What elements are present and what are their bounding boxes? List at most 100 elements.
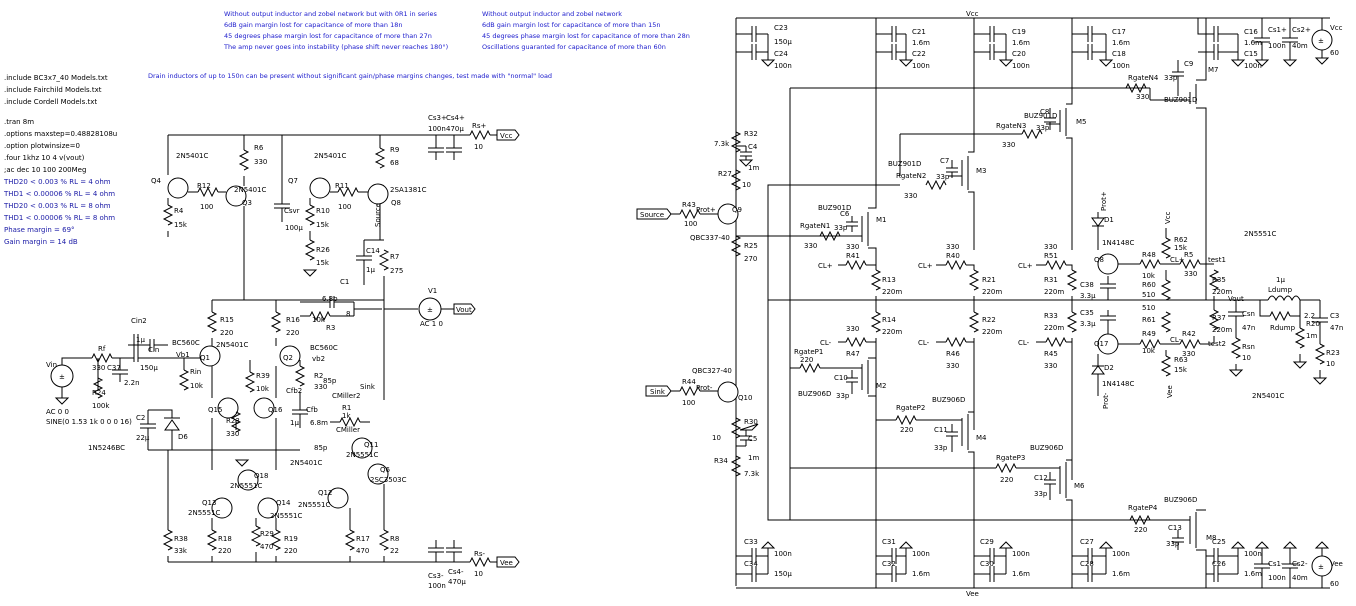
q2-transistor: [279, 345, 301, 367]
cs1m-label: Cs1-: [1268, 560, 1284, 568]
cmiller-label: CMiller: [336, 426, 360, 434]
zener-model: 1N5246BC: [88, 444, 125, 452]
q1-ref-model: 2N5401C: [216, 341, 249, 349]
c4-value: 1m: [748, 164, 759, 172]
r27-label: R27: [718, 170, 732, 178]
r3-node-label: 8: [346, 310, 350, 318]
r63-label: R63: [1174, 356, 1188, 364]
spice-line: .option plotwinsize=0: [4, 142, 80, 150]
q11-transistor: [351, 437, 373, 459]
vee-rail-label: Vee: [966, 590, 979, 598]
r16-value: 220: [286, 329, 299, 337]
result-line: Phase margin = 69°: [4, 226, 75, 234]
prot-minus-bottom: Prot-: [1102, 392, 1110, 409]
r26-label: R26: [316, 246, 330, 254]
rgatep4-value: 220: [1134, 526, 1147, 534]
r60-label: R60: [1142, 281, 1156, 289]
rf-value: 330: [92, 364, 105, 372]
r44-label: R44: [682, 378, 696, 386]
protection-circuit: Prot+ D1 1N4148C Q8 R48 10k R5 330 CL+ t…: [1080, 191, 1285, 409]
r7-value: 275: [390, 267, 403, 275]
r49-value: 10k: [1142, 347, 1156, 355]
c20-value: 100n: [1012, 62, 1030, 70]
csvr-value: 100µ: [285, 224, 303, 232]
r3-value: 10k: [312, 316, 326, 324]
vee-source-label: Vee: [1330, 560, 1343, 568]
cin-value: 150µ: [140, 364, 158, 372]
rgaten3-value: 330: [1002, 141, 1015, 149]
q6-transistor: [367, 463, 389, 485]
prot-plus-top: Prot+: [1100, 191, 1108, 211]
m3-model: BUZ901D: [888, 160, 921, 168]
rin-value: 10k: [190, 382, 204, 390]
cs1p-label: Cs1+: [1268, 26, 1287, 34]
r31-value: 220m: [1044, 288, 1064, 296]
q1-model: BC560C: [172, 339, 200, 347]
m2-label: M2: [876, 382, 887, 390]
r37-value: 220m: [1212, 326, 1232, 334]
q10-model: QBC327-40: [692, 367, 732, 375]
r15-value: 220: [220, 329, 233, 337]
rsn-value: 10: [1242, 354, 1251, 362]
r20-value: 1m: [1306, 332, 1317, 340]
r20-label: R20: [1306, 320, 1320, 328]
csn-value: 47n: [1242, 324, 1255, 332]
r16-label: R16: [286, 316, 300, 324]
r15-label: R15: [220, 316, 234, 324]
result-line: THD20 < 0.003 % RL = 4 ohm: [3, 178, 111, 186]
c19-label: C19: [1012, 28, 1026, 36]
c17-label: C17: [1112, 28, 1126, 36]
rgatep3-value: 220: [1000, 476, 1013, 484]
q8-label: Q8: [391, 199, 401, 207]
q16-label: Q16: [268, 406, 283, 414]
r3-label: R3: [326, 324, 335, 332]
rgaten3-label: RgateN3: [996, 122, 1026, 130]
note-nl-phase: 45 degrees phase margin lost for capacit…: [482, 32, 690, 40]
q2-model: BC560C: [310, 344, 338, 352]
c1-value: 6.8p: [322, 295, 338, 303]
r48-value: 10k: [1142, 272, 1156, 280]
vee-port-left: Vee: [496, 556, 520, 568]
cs3p-value: 100n: [428, 125, 446, 133]
r21-label: R21: [982, 276, 996, 284]
q7-transistor: [309, 177, 331, 199]
q13-transistor: [211, 497, 233, 519]
bottom-decoupling: C33 100n C34 150µ C31 100n C32 1.6m C29 …: [736, 538, 1343, 588]
notes-top: Without output inductor and zobel networ…: [148, 10, 690, 80]
q13-model: 2N5551C: [188, 509, 221, 517]
c38-value: 3.3µ: [1080, 292, 1096, 300]
c8-label: C8: [1040, 108, 1049, 116]
v1-ac: AC 1 0: [420, 320, 443, 328]
rsp-label: Rs+: [472, 122, 487, 130]
c1-label: C1: [340, 278, 349, 286]
q8b-label: Q8: [1094, 256, 1104, 264]
r38-label: R38: [174, 535, 188, 543]
q10-transistor: [717, 381, 739, 403]
q-top-model: 2N5551C: [1244, 230, 1277, 238]
r63-value: 15k: [1174, 366, 1188, 374]
cs3m-label: Cs3-: [428, 572, 444, 580]
q2-label: Q2: [283, 354, 293, 362]
c27-value: 100n: [1112, 550, 1130, 558]
result-line: THD20 < 0.003 % RL = 8 ohm: [3, 202, 111, 210]
r12-value: 100: [200, 203, 213, 211]
rgaten4-label: RgateN4: [1128, 74, 1159, 82]
vcc-source-label: Vcc: [1330, 24, 1343, 32]
q18-transistor: [237, 469, 259, 491]
ldump-label: Ldump: [1268, 286, 1293, 294]
sink-port-label: Sink: [650, 388, 666, 396]
rgaten1-value: 330: [804, 242, 817, 250]
r24-label: R24: [92, 389, 106, 397]
r40-label: R40: [946, 252, 960, 260]
c14-label: C14: [366, 247, 380, 255]
m1-model: BUZ901D: [818, 204, 851, 212]
c37-value: 2.2n: [124, 379, 140, 387]
r34-value: 7.3k: [744, 470, 760, 478]
r47-label: R47: [846, 350, 860, 358]
vcc-port-left: Vcc: [496, 129, 520, 141]
rgatep2-label: RgateP2: [896, 404, 925, 412]
vcc-port-label: Vcc: [500, 132, 513, 140]
m6-label: M6: [1074, 482, 1085, 490]
result-line: Gain margin = 14 dB: [4, 238, 78, 246]
cs4m-value: 470µ: [448, 578, 466, 586]
